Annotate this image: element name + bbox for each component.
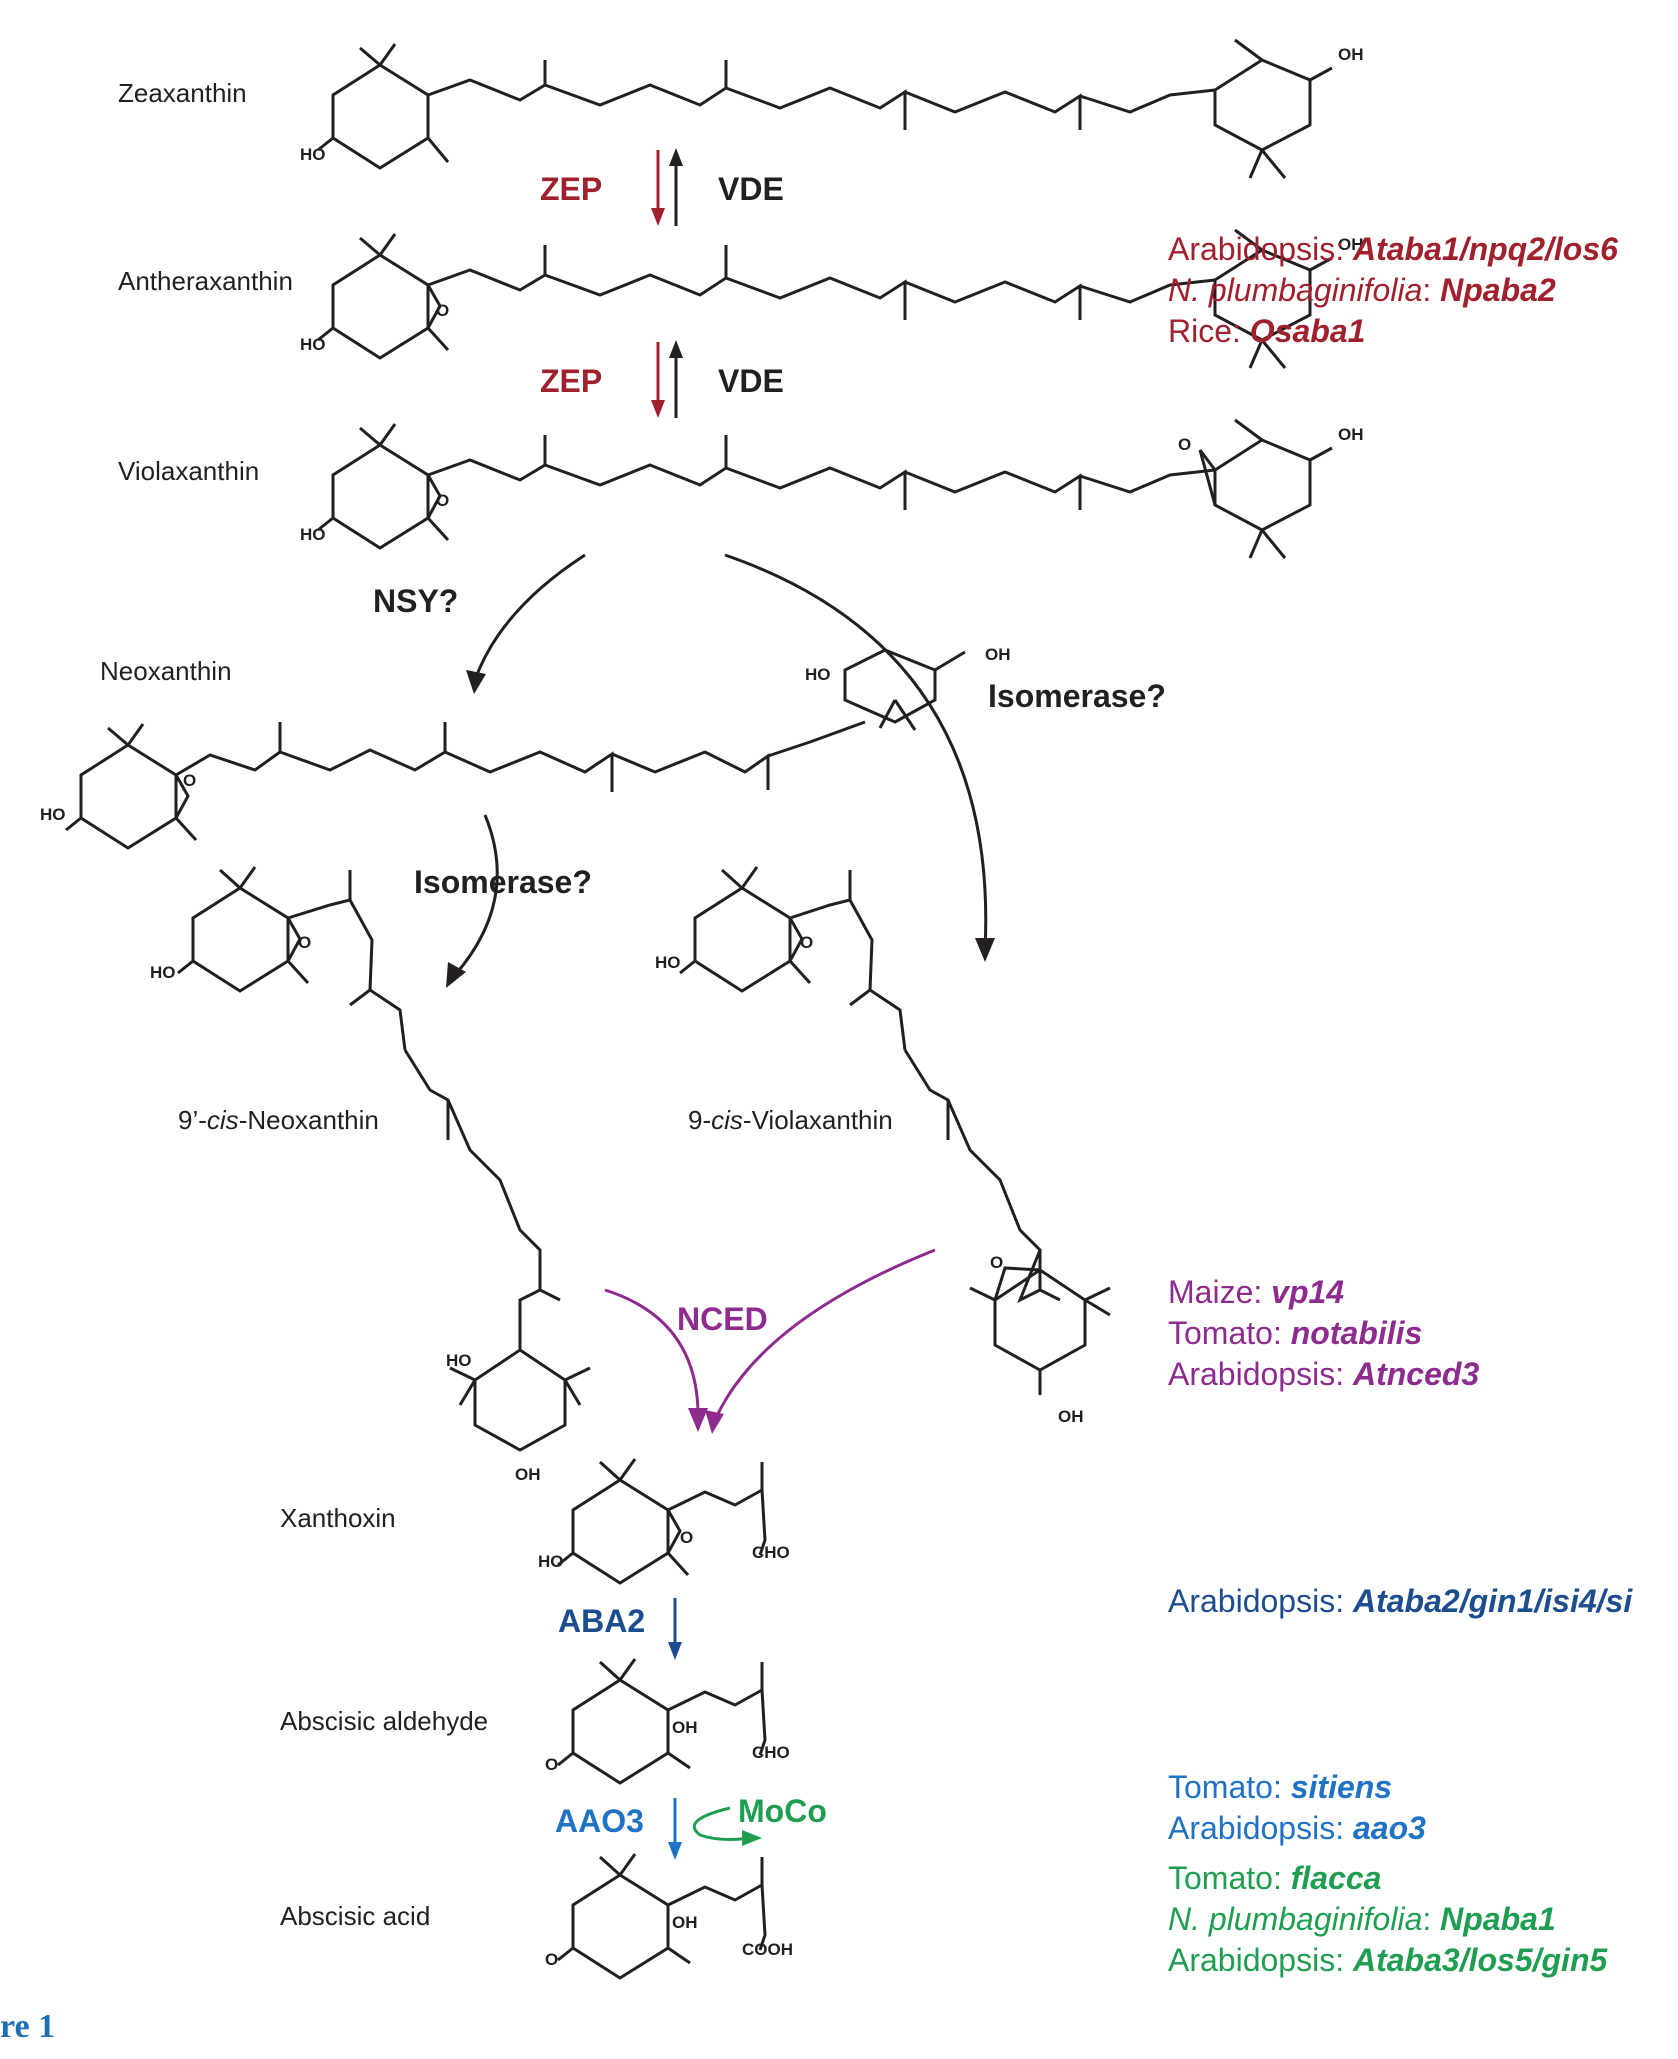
atom-label: HO — [655, 953, 681, 972]
enzyme-isomerase-left: Isomerase? — [414, 864, 592, 900]
nced-arrow-right — [713, 1248, 936, 1421]
arrowhead — [668, 1642, 682, 1660]
violaxanthin-structure — [317, 418, 1333, 559]
mutant-line: Arabidopsis: aao3 — [1168, 1810, 1426, 1846]
atom-label: OH — [985, 645, 1011, 664]
figure-caption: re 1 — [0, 2008, 56, 2045]
mutant-line: N. plumbaginifolia: Npaba1 — [1168, 1901, 1556, 1937]
compound-label-xanthoxin: Xanthoxin — [280, 1503, 396, 1533]
atom-label: OH — [672, 1718, 698, 1737]
arrowhead — [705, 1410, 724, 1434]
arrowhead — [668, 1842, 682, 1860]
zep-vde-arrows-1 — [651, 148, 683, 226]
isomerase-arrow-left — [453, 814, 499, 976]
atom-label: HO — [805, 665, 831, 684]
zeaxanthin-structure — [317, 38, 1333, 179]
enzyme-isomerase-right: Isomerase? — [988, 678, 1166, 714]
atom-label: CHO — [752, 1743, 790, 1762]
atom-label: O — [990, 1253, 1003, 1272]
mutant-line: Tomato: sitiens — [1168, 1769, 1393, 1805]
neoxanthin-structure — [65, 648, 966, 850]
atom-label: HO — [300, 335, 326, 354]
atom-label: HO — [150, 963, 176, 982]
mutants-aao3: Tomato: sitiens Arabidopsis: aao3 — [1168, 1767, 1426, 1849]
zep-vde-arrows-2 — [651, 340, 683, 418]
enzyme-vde-1: VDE — [718, 171, 784, 207]
moco-arrow — [692, 1806, 751, 1841]
arrowhead — [975, 938, 995, 962]
arrowhead — [446, 962, 466, 988]
atom-label: HO — [300, 525, 326, 544]
atom-label: O — [298, 933, 311, 952]
mutant-line: Maize: vp14 — [1168, 1274, 1345, 1310]
atom-label: O — [1178, 435, 1191, 454]
arrowhead — [742, 1830, 762, 1846]
atom-label: O — [436, 491, 449, 510]
atom-label: HO — [300, 145, 326, 164]
atom-label: OH — [515, 1465, 541, 1484]
atom-label: OH — [672, 1913, 698, 1932]
enzyme-vde-2: VDE — [718, 363, 784, 399]
mutants-aba2: Arabidopsis: Ataba2/gin1/isi4/si — [1168, 1581, 1632, 1622]
compound-label-abscisic-acid: Abscisic acid — [280, 1901, 430, 1931]
atom-label: O — [680, 1528, 693, 1547]
abscisic-acid-structure — [557, 1853, 767, 1980]
atom-label: CHO — [752, 1543, 790, 1562]
atom-label: HO — [446, 1351, 472, 1370]
enzyme-nsy: NSY? — [373, 583, 458, 619]
9cis-violaxanthin-structure — [679, 866, 1111, 1395]
enzyme-nced: NCED — [677, 1301, 768, 1337]
atom-label: O — [545, 1755, 558, 1774]
xanthoxin-structure — [557, 1458, 767, 1585]
atom-label: OH — [1338, 235, 1364, 254]
isomerase-arrow-right — [724, 553, 988, 951]
compound-label-abscisic-aldehyde: Abscisic aldehyde — [280, 1706, 488, 1736]
arrowhead — [466, 670, 486, 694]
enzyme-zep-2: ZEP — [540, 363, 602, 399]
atom-label: OH — [1058, 1407, 1084, 1426]
mutant-line: Arabidopsis: Ataba1/npq2/los6 — [1168, 231, 1618, 267]
mutants-moco: Tomato: flacca N. plumbaginifolia: Npaba… — [1168, 1858, 1607, 1981]
mutants-nced: Maize: vp14 Tomato: notabilis Arabidopsi… — [1168, 1272, 1479, 1395]
compound-label-neoxanthin: Neoxanthin — [100, 656, 232, 686]
atom-label: O — [545, 1950, 558, 1969]
atom-label: HO — [40, 805, 66, 824]
9cis-neoxanthin-structure — [177, 866, 591, 1452]
atom-label: O — [183, 771, 196, 790]
atom-label: O — [436, 301, 449, 320]
atom-label: COOH — [742, 1940, 793, 1959]
nsy-arrow — [473, 553, 586, 681]
compound-label-violaxanthin: Violaxanthin — [118, 456, 259, 486]
atom-label: HO — [538, 1552, 564, 1571]
mutant-line: Rice: Osaba1 — [1168, 313, 1366, 349]
compound-label-antheraxanthin: Antheraxanthin — [118, 266, 293, 296]
mutants-zep: Arabidopsis: Ataba1/npq2/los6 N. plumbag… — [1168, 229, 1618, 352]
mutant-line: N. plumbaginifolia: Npaba2 — [1168, 272, 1556, 308]
mutant-line: Tomato: notabilis — [1168, 1315, 1423, 1351]
atom-label: O — [800, 933, 813, 952]
mutant-line: Arabidopsis: Ataba3/los5/gin5 — [1168, 1942, 1608, 1978]
antheraxanthin-structure — [317, 228, 1333, 369]
enzyme-zep-1: ZEP — [540, 171, 602, 207]
compound-label-zeaxanthin: Zeaxanthin — [118, 78, 247, 108]
compound-label-9cis-violaxanthin: 9-cis-Violaxanthin — [688, 1105, 893, 1135]
enzyme-aao3: AAO3 — [555, 1803, 644, 1839]
mutant-line: Arabidopsis: Atnced3 — [1168, 1356, 1480, 1392]
arrowhead — [688, 1408, 708, 1432]
mutant-line: Arabidopsis: Ataba2/gin1/isi4/si — [1168, 1583, 1633, 1619]
compound-label-9cis-neoxanthin: 9’-cis-Neoxanthin — [178, 1105, 379, 1135]
enzyme-aba2: ABA2 — [558, 1603, 645, 1639]
atom-label: OH — [1338, 425, 1364, 444]
abscisic-aldehyde-structure — [557, 1658, 767, 1785]
atom-label: OH — [1338, 45, 1364, 64]
cofactor-moco: MoCo — [738, 1793, 827, 1829]
mutant-line: Tomato: flacca — [1168, 1860, 1382, 1896]
nced-arrow-left — [604, 1288, 700, 1421]
